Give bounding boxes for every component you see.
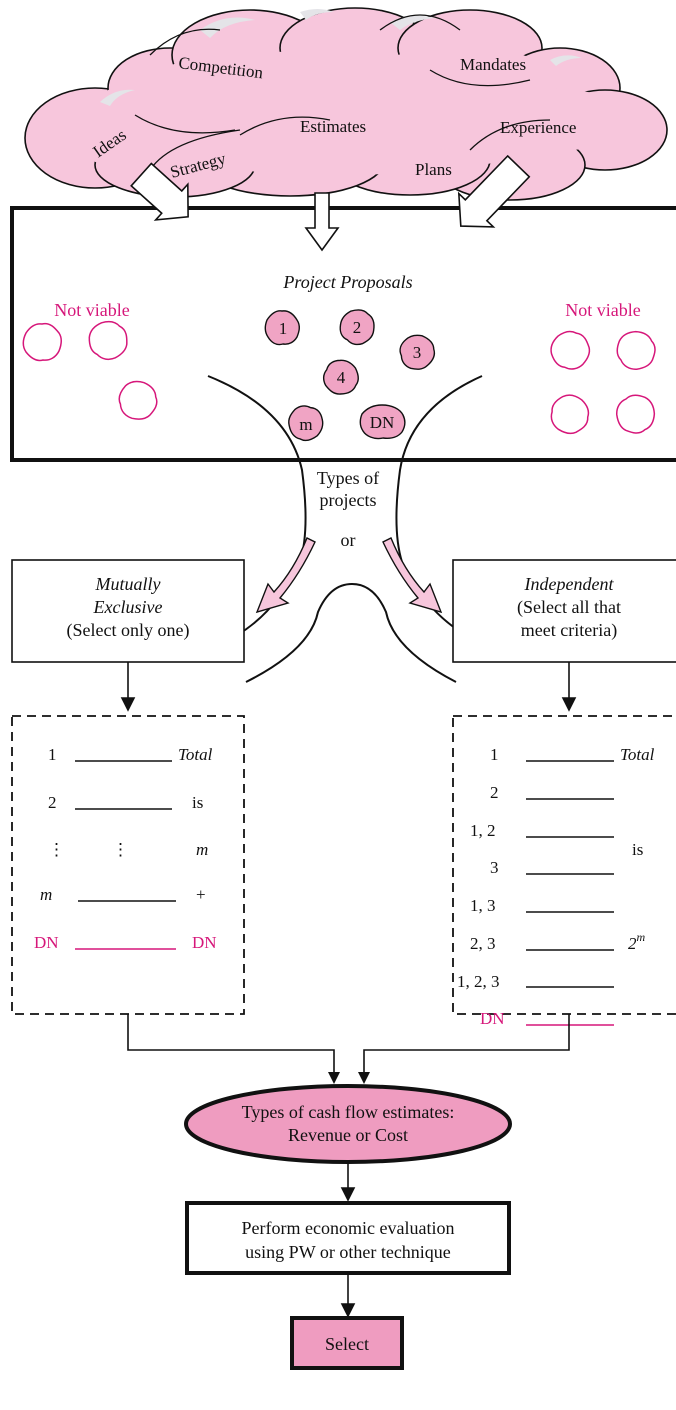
types-line2: projects	[320, 490, 377, 510]
cloud-word-plans: Plans	[415, 160, 452, 179]
ind-row-label: 2, 3	[470, 934, 496, 953]
ind-row-label: 1	[490, 745, 499, 764]
me-row-label: 2	[48, 793, 57, 812]
me-line1: Mutually	[95, 574, 161, 594]
select-box	[290, 1316, 404, 1370]
ind-options-box	[452, 715, 676, 1015]
cash-flow-line1: Types of cash flow estimates:	[242, 1102, 455, 1122]
rejected-idea-icon	[22, 322, 63, 362]
arrow-center-down	[304, 192, 340, 252]
proposal-blob	[264, 310, 300, 346]
arrow-down-icon	[358, 1072, 370, 1084]
ind-row-label: 1, 2	[470, 821, 496, 840]
proposal-labels: 1 2 3 4 m DN	[279, 318, 422, 434]
arrow-down-icon	[120, 697, 136, 712]
proposal-blobs	[264, 309, 436, 442]
proposal-blob	[288, 405, 324, 442]
ind-line1: Independent	[524, 574, 615, 594]
ind-note-is: is	[632, 840, 643, 859]
cloud-word-mandates: Mandates	[460, 55, 526, 74]
rejected-idea-icon	[616, 394, 656, 434]
me-row-note: is	[192, 793, 203, 812]
ind-note-exponent: m	[637, 930, 646, 944]
arrow-left-curved	[255, 537, 316, 614]
proposal-label: DN	[370, 413, 395, 432]
me-row-label: 1	[48, 745, 57, 764]
proposal-blob	[339, 309, 375, 346]
ind-note-total: Total	[620, 745, 655, 764]
rejected-idea-icon	[616, 330, 656, 370]
me-row-note: Total	[178, 745, 213, 764]
me-row-label: ⋮	[48, 840, 65, 859]
ind-row-label: DN	[480, 1009, 505, 1028]
ind-row-label: 1, 3	[470, 896, 496, 915]
not-viable-left-group	[22, 320, 158, 420]
ind-row-label: 1, 2, 3	[457, 972, 500, 991]
independent-box	[452, 559, 676, 663]
me-row-mid: ⋮	[112, 840, 129, 859]
mutually-exclusive-box	[11, 559, 245, 663]
cloud-word-estimates: Estimates	[300, 117, 366, 136]
split-arrows	[255, 537, 443, 614]
ind-row-label: 2	[490, 783, 499, 802]
ind-row-label: 3	[490, 858, 499, 877]
proposal-label: 2	[353, 318, 362, 337]
types-or: or	[341, 530, 356, 550]
evaluation-line2: using PW or other technique	[245, 1242, 451, 1262]
ind-note-base: 2	[628, 934, 637, 953]
arrow-left-down	[130, 162, 189, 221]
proposal-blob	[399, 334, 436, 370]
me-row-note: m	[196, 840, 208, 859]
proposal-blob	[359, 404, 406, 440]
me-line2: Exclusive	[93, 597, 163, 617]
arrow-down-icon	[340, 1187, 356, 1202]
cloud-arrows	[130, 154, 531, 252]
ind-line2: (Select all that	[517, 597, 621, 618]
rejected-idea-icon	[550, 330, 591, 370]
proposal-label: 4	[337, 368, 346, 387]
cash-flow-ellipse	[184, 1084, 512, 1164]
funnel	[203, 375, 501, 683]
proposal-label: 3	[413, 343, 422, 362]
idea-cloud: Competition Mandates Ideas Estimates Exp…	[24, 7, 668, 201]
proposal-label: m	[299, 415, 312, 434]
evaluation-line1: Perform economic evaluation	[242, 1218, 455, 1238]
cash-flow-line2: Revenue or Cost	[288, 1125, 408, 1145]
arrow-down-icon	[561, 697, 577, 712]
proposal-label: 1	[279, 319, 288, 338]
rejected-idea-icon	[88, 320, 128, 361]
me-row-label: DN	[34, 933, 59, 952]
evaluation-box	[185, 1201, 511, 1275]
proposal-blob	[322, 359, 359, 395]
me-row-label: m	[40, 885, 52, 904]
not-viable-right-group	[550, 330, 656, 435]
rejected-idea-icon	[118, 380, 158, 420]
ind-line3: meet criteria)	[521, 620, 617, 641]
not-viable-right: Not viable	[565, 300, 640, 320]
cloud-word-experience: Experience	[500, 118, 576, 137]
arrow-right-down	[457, 154, 531, 228]
select-label: Select	[325, 1334, 369, 1354]
ind-note-power: 2m	[628, 930, 646, 953]
me-line3: (Select only one)	[67, 620, 190, 641]
rejected-idea-icon	[550, 394, 590, 435]
proposals-box	[10, 206, 676, 462]
arrow-down-icon	[340, 1303, 356, 1318]
types-line1: Types of	[317, 468, 379, 488]
proposals-title: Project Proposals	[282, 272, 412, 292]
not-viable-left: Not viable	[54, 300, 129, 320]
arrow-down-icon	[328, 1072, 340, 1084]
merge-connectors	[127, 1014, 570, 1074]
arrow-right-curved	[382, 537, 443, 614]
me-row-note: DN	[192, 933, 217, 952]
me-row-note: +	[196, 885, 206, 904]
